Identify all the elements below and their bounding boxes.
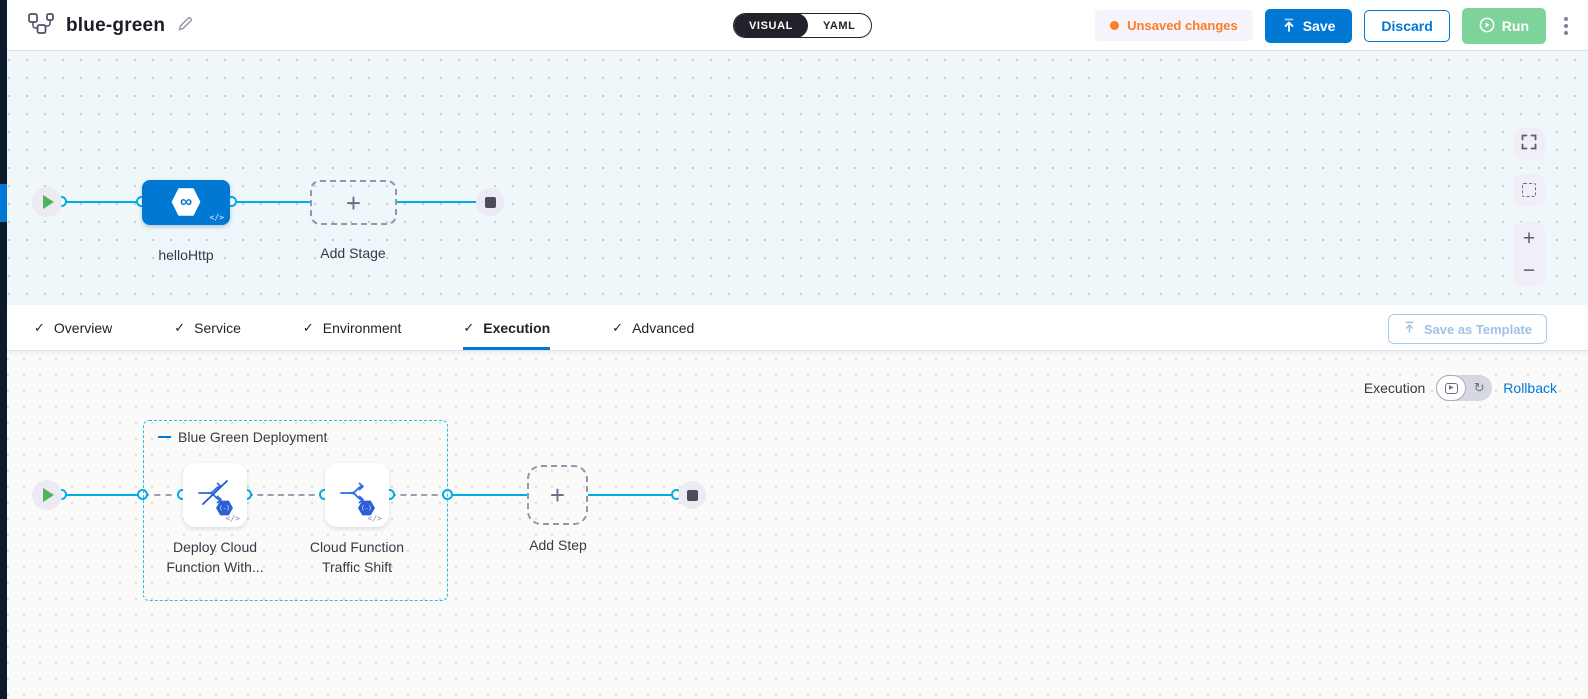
code-icon: </> — [367, 514, 382, 523]
execution-canvas[interactable]: Execution ▶ ↻ Rollback — [0, 351, 1588, 699]
tab-label: Overview — [53, 319, 113, 336]
start-play-icon — [43, 195, 54, 209]
pipeline-title: blue-green — [66, 14, 166, 36]
left-nav-rail — [0, 0, 7, 699]
left-nav-active-indicator — [0, 184, 7, 222]
connector-line — [448, 494, 527, 496]
tab-label: Service — [194, 319, 241, 336]
save-upload-icon — [1282, 18, 1296, 34]
serverless-function-icon: ∞ — [171, 188, 201, 216]
stage-name-label: helloHttp — [158, 247, 214, 263]
check-icon: ✓ — [463, 319, 475, 335]
pipeline-stage-canvas[interactable]: ∞ </> helloHttp + Add Stage + − — [0, 51, 1588, 305]
execution-mode-row: Execution ▶ ↻ Rollback — [1364, 375, 1557, 401]
connector-line — [47, 201, 142, 203]
more-options-kebab-icon[interactable] — [1558, 13, 1574, 39]
zoom-controls: + − — [1513, 222, 1545, 286]
view-mode-toggle: VISUAL YAML — [733, 13, 872, 38]
step-label: Cloud Function Traffic Shift — [309, 539, 405, 575]
connector-line-dashed — [390, 494, 448, 496]
stage-tabbar: ✓ Overview ✓ Service ✓ Environment ✓ Exe… — [0, 305, 1588, 351]
pipeline-graph-icon — [28, 12, 54, 39]
visual-toggle-button[interactable]: VISUAL — [734, 14, 808, 37]
rollback-link[interactable]: Rollback — [1503, 380, 1557, 396]
tab-environment[interactable]: ✓ Environment — [303, 305, 402, 350]
save-button[interactable]: Save — [1264, 8, 1353, 43]
execution-run-icon: ▶ — [1444, 382, 1458, 394]
step-label: Deploy Cloud Function With... — [166, 539, 264, 575]
execution-mode-label: Execution — [1363, 380, 1426, 396]
traffic-shift-icon — [338, 478, 376, 513]
zoom-in-button[interactable]: + — [1522, 226, 1536, 250]
connector-line — [397, 201, 490, 203]
run-button-label: Run — [1501, 17, 1529, 34]
unsaved-changes-badge: Unsaved changes — [1095, 10, 1253, 41]
code-icon: </> — [209, 213, 224, 222]
tab-label: Execution — [483, 319, 551, 336]
unsaved-dot-icon — [1110, 21, 1120, 30]
tab-advanced[interactable]: ✓ Advanced — [612, 305, 694, 350]
connector-line-dashed — [247, 494, 325, 496]
add-step-label: Add Step — [529, 537, 587, 553]
gcf-badge-icon: (-) — [216, 500, 233, 516]
tab-label: Advanced — [632, 319, 695, 336]
check-icon: ✓ — [34, 319, 45, 335]
add-stage-label: Add Stage — [320, 245, 386, 261]
execution-rollback-toggle[interactable]: ▶ ↻ — [1436, 375, 1493, 401]
zoom-out-button[interactable]: − — [1522, 258, 1536, 282]
discard-button-label: Discard — [1381, 17, 1433, 34]
run-play-icon — [1479, 17, 1495, 35]
discard-button[interactable]: Discard — [1364, 9, 1450, 42]
plus-icon: + — [345, 187, 362, 218]
step-group-blue-green-deployment: Blue Green Deployment — [143, 420, 448, 601]
fullscreen-button[interactable] — [1513, 128, 1545, 160]
pipeline-end-node — [476, 188, 504, 216]
tab-service[interactable]: ✓ Service — [174, 305, 241, 350]
deploy-no-traffic-icon — [196, 478, 234, 513]
stage-node-hellohttp[interactable]: ∞ </> — [142, 180, 230, 225]
step-group-label: Blue Green Deployment — [178, 429, 328, 445]
execution-start-node — [32, 480, 62, 510]
stop-square-icon — [686, 489, 698, 501]
run-button[interactable]: Run — [1461, 7, 1546, 44]
add-step-button[interactable]: + — [527, 465, 588, 525]
pipeline-header: blue-green VISUAL YAML Unsaved changes — [0, 0, 1588, 51]
connector-line-dashed — [143, 494, 183, 496]
edit-pipeline-name-icon[interactable] — [177, 15, 194, 37]
connector-line — [47, 494, 143, 496]
code-icon: </> — [225, 514, 240, 523]
check-icon: ✓ — [612, 319, 624, 335]
fullscreen-icon — [1521, 134, 1537, 155]
connector-line — [230, 201, 310, 203]
plus-icon: + — [549, 480, 566, 510]
gcf-badge-icon: (-) — [358, 500, 375, 516]
connector-line — [588, 494, 692, 496]
check-icon: ✓ — [174, 319, 186, 335]
group-collapse-dash-icon — [158, 435, 171, 439]
connector-point — [137, 489, 148, 500]
marquee-select-button[interactable] — [1513, 174, 1545, 206]
step-group-header[interactable]: Blue Green Deployment — [158, 429, 327, 445]
save-as-template-label: Save as Template — [1423, 321, 1532, 337]
step-node-traffic-shift[interactable]: (-) </> — [325, 463, 389, 527]
pipeline-start-node — [32, 187, 62, 217]
execution-end-node — [678, 481, 706, 509]
unsaved-changes-label: Unsaved changes — [1127, 18, 1238, 33]
check-icon: ✓ — [302, 319, 314, 335]
start-play-icon — [43, 488, 54, 502]
marquee-select-icon — [1522, 183, 1536, 197]
execution-toggle-segment[interactable]: ▶ — [1436, 375, 1467, 401]
save-as-template-button[interactable]: Save as Template — [1387, 314, 1547, 344]
tab-overview[interactable]: ✓ Overview — [34, 305, 112, 350]
yaml-toggle-button[interactable]: YAML — [822, 19, 856, 32]
step-node-deploy-cloud-function[interactable]: (-) </> — [183, 463, 247, 527]
template-upload-icon — [1403, 321, 1416, 337]
save-button-label: Save — [1302, 17, 1336, 34]
add-stage-button[interactable]: + — [310, 180, 397, 225]
rollback-toggle-segment[interactable]: ↻ — [1473, 380, 1485, 395]
stop-square-icon — [484, 196, 496, 208]
tab-label: Environment — [322, 319, 402, 336]
tab-execution[interactable]: ✓ Execution — [463, 305, 551, 350]
